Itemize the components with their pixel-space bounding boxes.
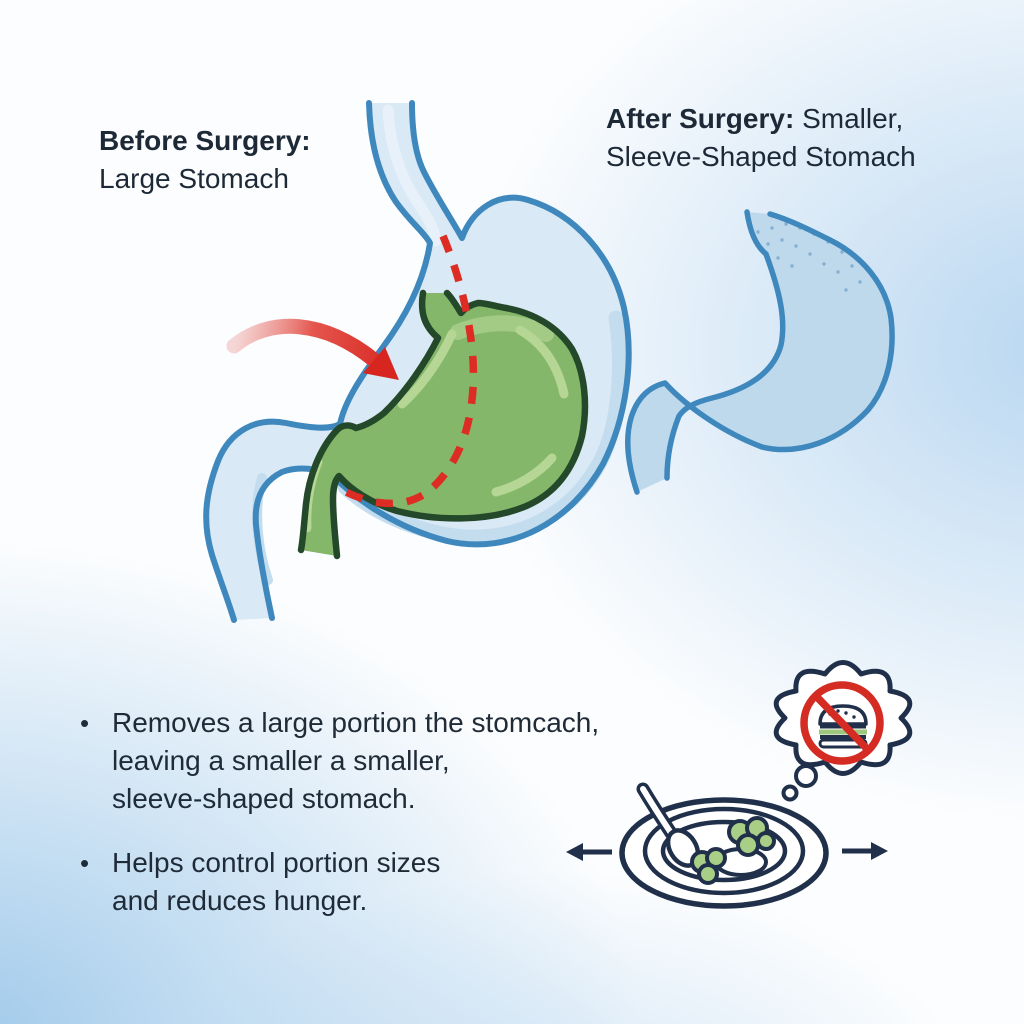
- left-arrow-icon: [566, 843, 612, 861]
- sleeve-outline-right: [329, 289, 589, 560]
- no-burger-thought-bubble: [773, 660, 913, 802]
- before-surgery-label: Before Surgery: Large Stomach: [99, 122, 311, 198]
- plate-middle-rim: [642, 806, 806, 896]
- list-item: • Removes a large portion the stomcach, …: [80, 704, 599, 818]
- resection-arrow-icon: [226, 318, 399, 380]
- food-portion: [690, 816, 776, 885]
- right-arrow-icon: [842, 842, 888, 860]
- after-stomach-illustration: [624, 209, 895, 495]
- bullet-dot: •: [80, 708, 90, 738]
- bullet-text-2: Helps control portion sizes and reduces …: [112, 847, 441, 916]
- after-surgery-title-bold: After Surgery:: [606, 103, 795, 134]
- before-stomach-outline-right: [252, 100, 632, 621]
- sleeve-outline-left: [297, 289, 442, 554]
- broccoli-icon: [690, 816, 776, 885]
- spoon-icon: [636, 782, 701, 868]
- after-surgery-title-rest: Smaller,: [802, 103, 904, 134]
- bubble-trail-small: [781, 784, 799, 802]
- prohibition-sign-icon: [800, 681, 884, 765]
- after-surgery-title-line2: Sleeve-Shaped Stomach: [606, 141, 916, 172]
- portion-plate-illustration: [566, 782, 888, 909]
- resection-dashed-line-icon: [344, 234, 478, 508]
- after-surgery-label: After Surgery:Smaller, Sleeve-Shaped Sto…: [606, 100, 916, 176]
- after-surgery-title-line1: After Surgery:Smaller,: [606, 100, 916, 138]
- after-stomach-outline-inner: [664, 209, 786, 481]
- list-item: • Helps control portion sizes and reduce…: [80, 844, 599, 920]
- before-surgery-title-line2: Large Stomach: [99, 163, 289, 194]
- sleeve-overlay: [297, 289, 589, 560]
- before-surgery-title-bold: Before Surgery:: [99, 125, 311, 156]
- bullet-text-1: Removes a large portion the stomcach, le…: [112, 707, 600, 814]
- after-stomach-outline-outer: [624, 211, 895, 495]
- before-stomach-outline-left: [203, 100, 433, 623]
- bullet-dot: •: [80, 848, 90, 878]
- before-stomach-illustration: [203, 100, 632, 623]
- before-surgery-title-line1: Before Surgery:: [99, 122, 311, 160]
- key-points-list: • Removes a large portion the stomcach, …: [80, 704, 599, 920]
- after-stomach-body: [627, 212, 893, 492]
- esophagus-highlight: [382, 104, 442, 247]
- bubble-trail-large: [794, 764, 818, 788]
